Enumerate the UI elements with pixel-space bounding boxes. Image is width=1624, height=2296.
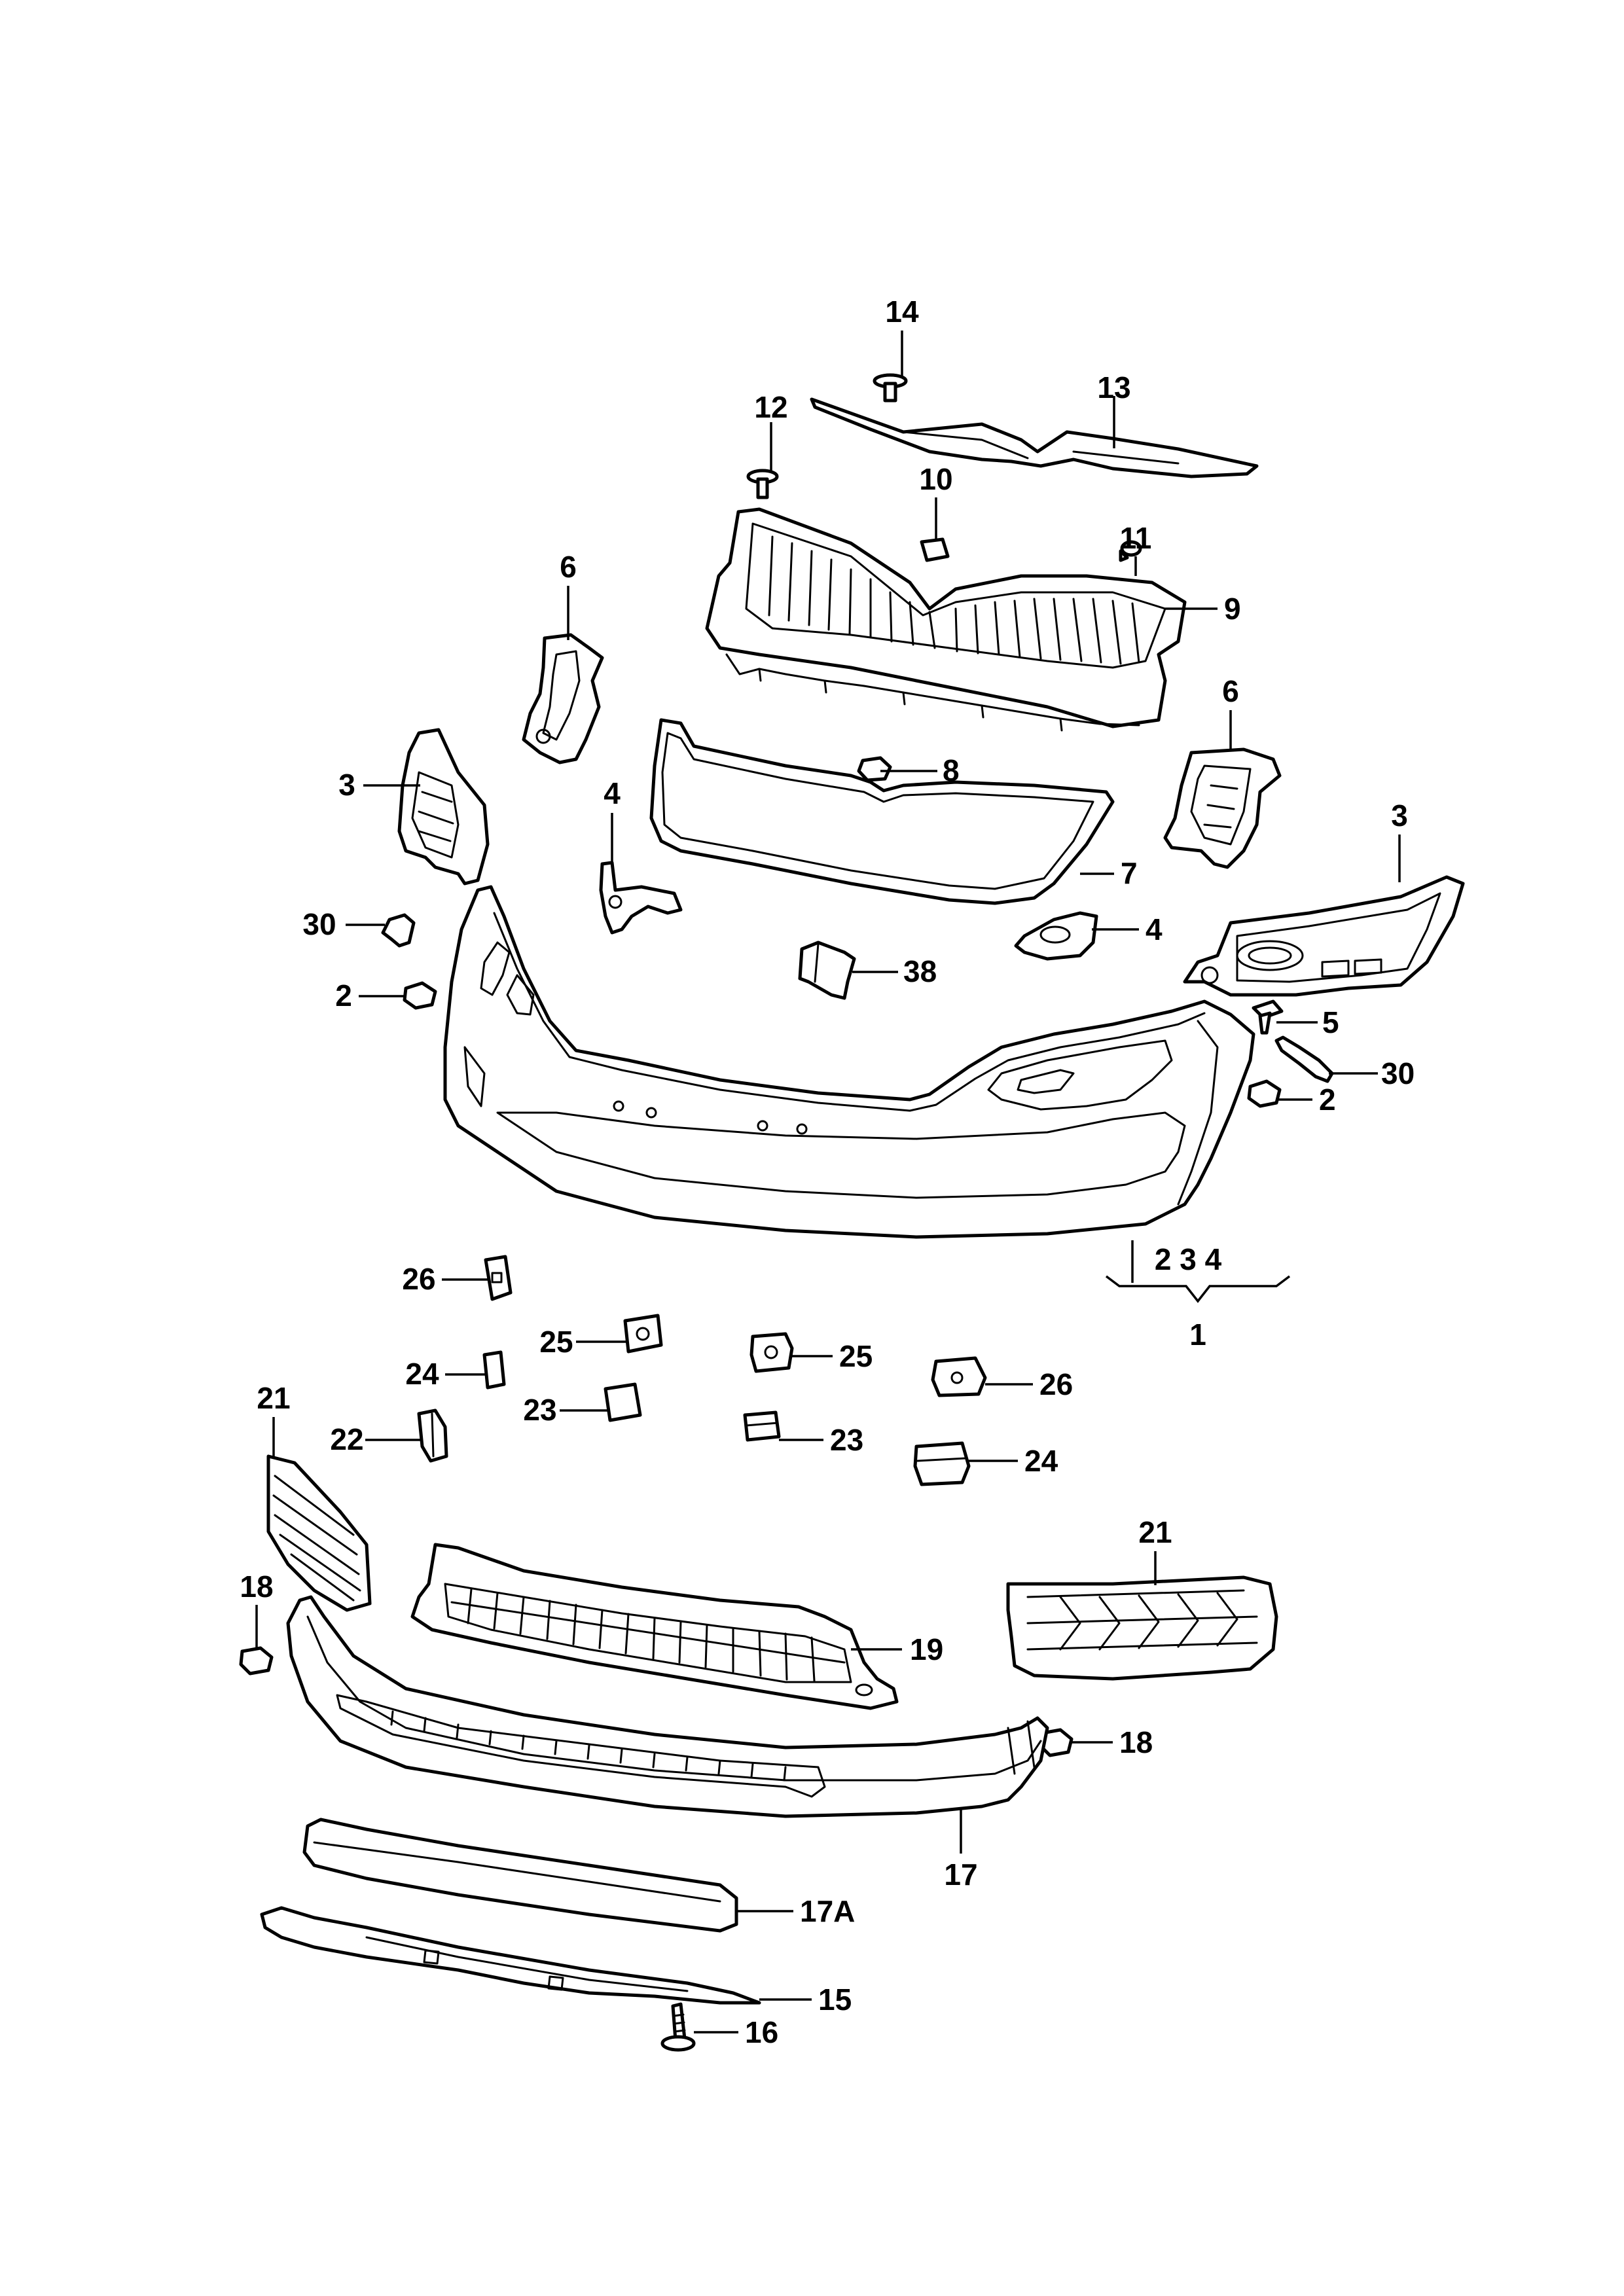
callout-18-left: 18 (240, 1570, 273, 1604)
callout-13: 13 (1097, 370, 1130, 404)
callout-19: 19 (910, 1632, 943, 1666)
cover-strip-13 (810, 397, 1259, 478)
clip-10 (920, 537, 950, 562)
callout-labels: 14 13 12 10 11 9 6 8 6 3 3 4 7 4 38 30 2… (240, 295, 1415, 2049)
callout-12: 12 (754, 390, 787, 424)
callout-26-right: 26 (1039, 1367, 1073, 1401)
lower-grille-19 (410, 1543, 899, 1710)
leader-lines (255, 331, 1401, 2034)
callout-17: 17 (944, 1857, 977, 1892)
callout-2-3-4: 2 3 4 (1155, 1242, 1222, 1276)
screw-16 (660, 2002, 696, 2052)
clip-22 (417, 1408, 448, 1463)
callout-16: 16 (745, 2015, 778, 2049)
callout-2-right: 2 (1319, 1083, 1336, 1117)
callout-4-right: 4 (1146, 912, 1163, 946)
callout-15: 15 (818, 1982, 852, 2017)
callout-7: 7 (1121, 856, 1138, 890)
clip-24-left (482, 1350, 506, 1390)
screw-14 (873, 373, 908, 403)
grille-frame-7 (649, 718, 1115, 905)
clip-8 (857, 756, 892, 782)
callout-11: 11 (1120, 521, 1152, 555)
clip-24-right (913, 1441, 971, 1486)
bracket-3-left (397, 728, 490, 886)
clip-23-right (743, 1410, 781, 1442)
callout-30-right: 30 (1381, 1056, 1415, 1090)
clip-30-left (381, 913, 416, 948)
callout-18-right: 18 (1119, 1725, 1153, 1759)
callout-38: 38 (903, 954, 937, 988)
callout-3-right: 3 (1391, 798, 1408, 833)
callout-3-left: 3 (338, 768, 355, 802)
callout-24-right: 24 (1024, 1444, 1058, 1478)
bracket-6-right (1163, 747, 1282, 869)
callout-26-left: 26 (402, 1262, 435, 1296)
clip-2-right (1247, 1079, 1282, 1108)
bracket-4-right (1014, 911, 1098, 961)
bumper-cover-1 (443, 885, 1255, 1239)
callout-9: 9 (1224, 592, 1241, 626)
callout-14: 14 (885, 295, 919, 329)
callout-4-left: 4 (604, 776, 621, 810)
strip-17A (302, 1818, 738, 1933)
bracket-6-left (522, 633, 604, 764)
callout-21-right: 21 (1138, 1515, 1172, 1549)
fog-grille-21-left (266, 1454, 372, 1612)
callout-2-left: 2 (335, 978, 352, 1013)
clip-11 (1119, 540, 1142, 562)
callout-6-right: 6 (1222, 674, 1239, 708)
clip-18-left (239, 1646, 274, 1676)
clip-25-left (623, 1314, 663, 1354)
callout-21-left: 21 (257, 1381, 290, 1415)
callout-30-left: 30 (302, 907, 336, 941)
clip-26-left (484, 1255, 513, 1301)
callout-23-right: 23 (830, 1423, 863, 1457)
bracket-3-right (1183, 875, 1465, 997)
cover-38 (798, 941, 856, 1000)
screw-5 (1252, 999, 1284, 1035)
spoiler-17 (286, 1595, 1049, 1818)
callout-1: 1 (1189, 1318, 1206, 1352)
clip-25-right (749, 1332, 794, 1373)
callout-22: 22 (330, 1422, 363, 1456)
screw-12 (746, 469, 779, 499)
bracket-4-left (599, 861, 683, 935)
clip-30-right (1274, 1035, 1334, 1083)
callout-5: 5 (1322, 1005, 1339, 1039)
callout-6-left: 6 (560, 550, 577, 584)
radiator-grille-9 (705, 507, 1187, 732)
fog-grille-21-right (1006, 1575, 1278, 1681)
callout-8: 8 (943, 753, 960, 787)
callout-25-right: 25 (839, 1339, 873, 1373)
callout-17A: 17A (800, 1894, 855, 1928)
clip-2-left (403, 981, 437, 1010)
callout-23-left: 23 (523, 1393, 556, 1427)
clip-23-left (604, 1382, 642, 1422)
underbody-trim-15 (260, 1906, 761, 2005)
callout-25-left: 25 (539, 1325, 573, 1359)
callout-24-left: 24 (405, 1357, 439, 1391)
clip-26-right (931, 1356, 987, 1397)
callout-10: 10 (919, 462, 952, 496)
